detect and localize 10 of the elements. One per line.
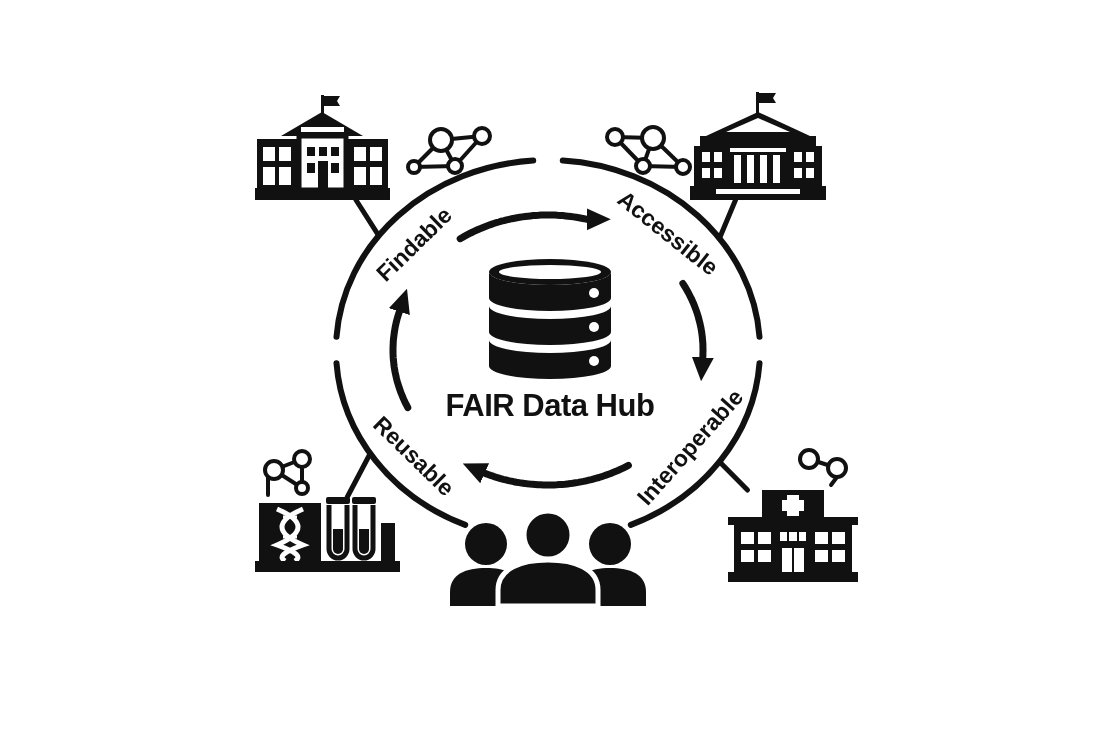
connector-line [344,451,373,500]
connector-line [717,459,750,493]
school-building-picture [255,95,390,200]
curved-arrow [462,461,632,489]
curved-arrow [388,288,412,412]
curved-arrow [679,280,714,382]
connector-line [353,197,382,239]
curved-arrow [456,208,611,243]
laboratory-picture [255,497,400,572]
connector-line [717,197,738,241]
